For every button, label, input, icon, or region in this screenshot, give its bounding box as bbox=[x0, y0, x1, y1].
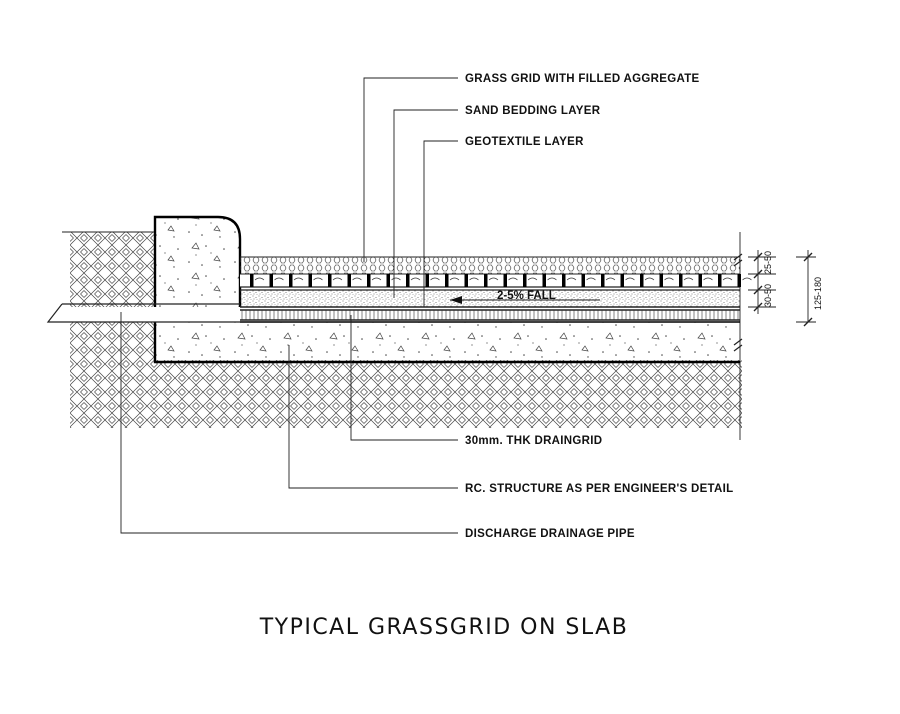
draingrid-layer bbox=[240, 309, 740, 321]
rc-slab bbox=[155, 322, 740, 360]
drawing-title: TYPICAL GRASSGRID ON SLAB bbox=[259, 615, 629, 640]
svg-text:GRASS GRID WITH FILLED AGGREGA: GRASS GRID WITH FILLED AGGREGATE bbox=[465, 73, 700, 85]
rc-structure bbox=[155, 217, 240, 307]
drainage-pipe bbox=[46, 303, 240, 323]
dim-grass-layer: 25-50 bbox=[763, 251, 773, 274]
soil-below bbox=[70, 360, 742, 428]
svg-text:SAND BEDDING LAYER: SAND BEDDING LAYER bbox=[465, 105, 601, 117]
soil-left bbox=[70, 232, 155, 360]
dim-sand-layer: 30-50 bbox=[763, 284, 773, 307]
sand-bedding-layer bbox=[240, 290, 740, 307]
svg-text:GEOTEXTILE LAYER: GEOTEXTILE LAYER bbox=[465, 136, 584, 148]
label-sand-bedding: SAND BEDDING LAYER bbox=[393, 105, 601, 298]
label-rc-structure: RC. STRUCTURE AS PER ENGINEER'S DETAIL bbox=[288, 345, 733, 495]
svg-text:DISCHARGE DRAINAGE PIPE: DISCHARGE DRAINAGE PIPE bbox=[465, 528, 635, 540]
dim-total: 125-180 bbox=[813, 277, 823, 310]
label-draingrid: 30mm. THK DRAINGRID bbox=[350, 315, 602, 447]
dimension-lines: 25-50 30-50 125-180 bbox=[748, 250, 823, 327]
svg-text:30mm. THK DRAINGRID: 30mm. THK DRAINGRID bbox=[465, 435, 602, 447]
fall-indicator: 2-5% FALL bbox=[450, 290, 600, 304]
svg-text:RC. STRUCTURE AS PER ENGINEER': RC. STRUCTURE AS PER ENGINEER'S DETAIL bbox=[465, 483, 733, 495]
label-geotextile: GEOTEXTILE LAYER bbox=[423, 136, 584, 307]
label-grass-grid: GRASS GRID WITH FILLED AGGREGATE bbox=[363, 73, 700, 262]
grass-grid-layer bbox=[240, 256, 752, 288]
label-drainage-pipe: DISCHARGE DRAINAGE PIPE bbox=[120, 312, 635, 540]
fall-text: 2-5% FALL bbox=[497, 290, 556, 302]
